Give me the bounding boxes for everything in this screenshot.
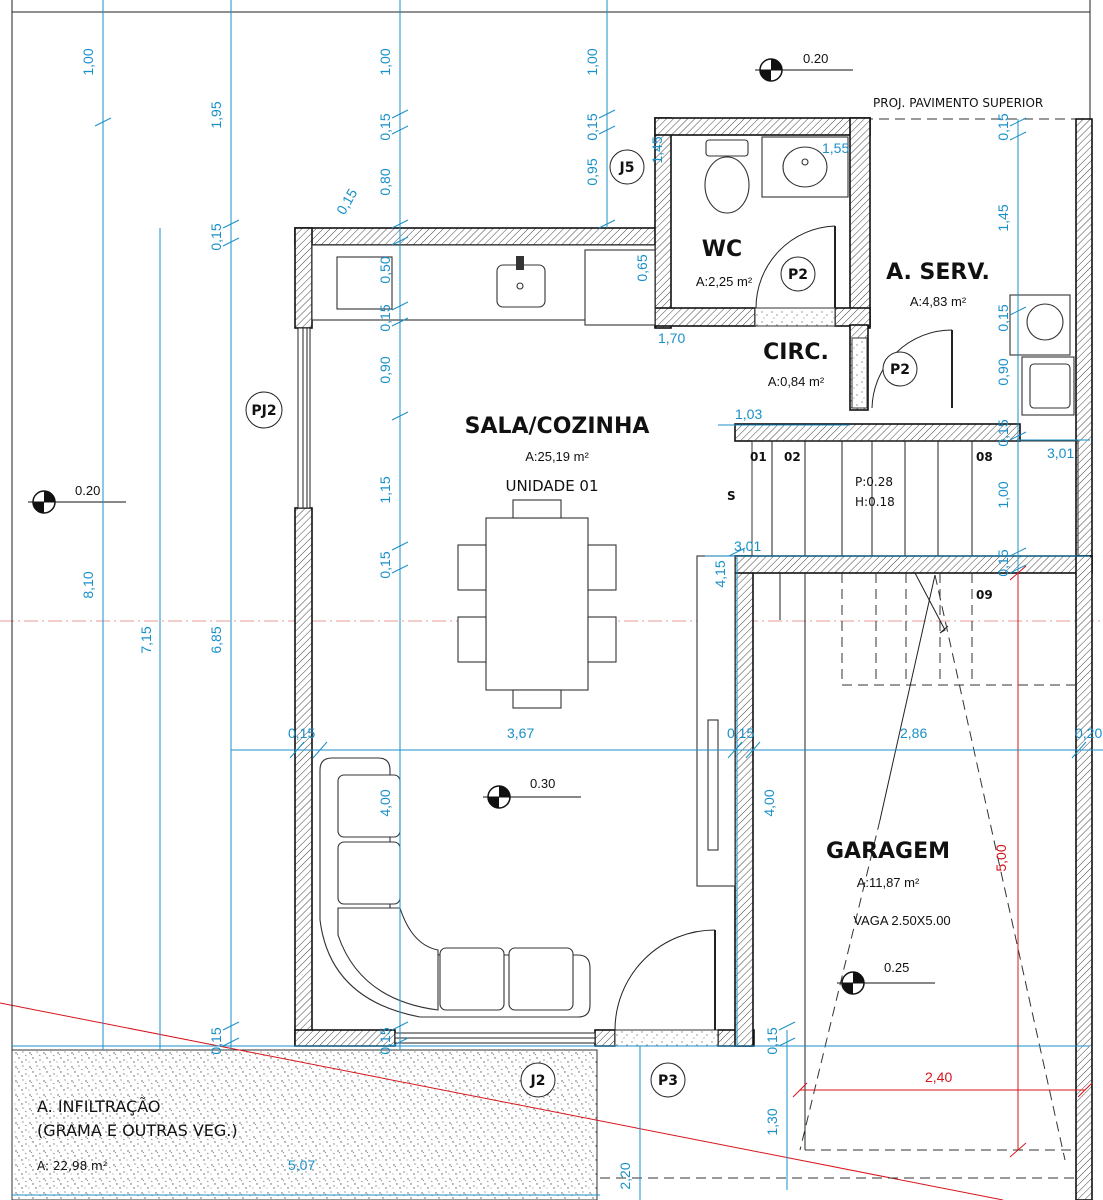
step-08: 08 — [976, 450, 993, 464]
dim-c5-b: 0,15 — [377, 113, 393, 140]
dim-h-g: 0,15 — [727, 725, 754, 741]
dim-c5-h: 1,15 — [377, 476, 393, 503]
car-outline — [799, 574, 1075, 1161]
tag-j5: J5 — [619, 160, 635, 176]
dim-r-b: 1,45 — [995, 204, 1011, 231]
dim-b-d: 2,20 — [617, 1162, 633, 1189]
unit-label: UNIDADE 01 — [505, 477, 598, 495]
dim-c5-g: 0,90 — [377, 356, 393, 383]
dim-h-b: 3,01 — [1047, 445, 1074, 461]
dim-c5-j: 4,00 — [377, 789, 393, 816]
dimension-texts: 1,00 8,10 1,95 0,15 0,15 7,15 6,85 1,00 … — [80, 48, 1102, 1189]
dim-h-d: 4,15 — [712, 560, 728, 587]
dim-c6-c: 0,95 — [584, 158, 600, 185]
circ-title: CIRC. — [763, 340, 829, 365]
dim-r-f: 1,00 — [995, 481, 1011, 508]
tag-pj2: PJ2 — [251, 403, 276, 419]
dim-wc-b: 1,55 — [822, 140, 849, 156]
wc-title: WC — [702, 237, 742, 262]
dim-b-c: 5,07 — [288, 1157, 315, 1173]
sala-area: A:25,19 m² — [525, 449, 589, 464]
dimension-lines — [12, 0, 1103, 1200]
service-fixtures — [1009, 294, 1075, 416]
property-line — [0, 1002, 1004, 1200]
dim-b-b: 1,30 — [764, 1108, 780, 1135]
dim-h-h: 2,86 — [900, 725, 927, 741]
dim-h-e: 0,15 — [288, 725, 315, 741]
dim-c2-b: 0,15 — [208, 223, 224, 250]
dim-c2-c: 0,15 — [208, 1027, 224, 1054]
wc-area: A:2,25 m² — [696, 274, 753, 289]
projection-note: PROJ. PAVIMENTO SUPERIOR — [873, 96, 1043, 110]
dim-h-i: 0,20 — [1075, 725, 1102, 741]
dim-c4: 6,85 — [208, 626, 224, 653]
infiltration-area — [11, 1049, 598, 1200]
dim-b-a: 0,15 — [764, 1027, 780, 1054]
dim-c2-a: 1,95 — [208, 101, 224, 128]
door-window-tags: J5 P2 P2 PJ2 J2 P3 — [245, 149, 918, 1098]
dim-r-d: 0,90 — [995, 358, 1011, 385]
step-01: 01 — [750, 450, 767, 464]
dim-c5-i: 0,15 — [377, 551, 393, 578]
dim-g-c: 2,40 — [925, 1069, 952, 1085]
dim-c1-a: 1,00 — [80, 48, 96, 75]
step-09: 09 — [976, 588, 993, 602]
garagem-area: A:11,87 m² — [857, 875, 920, 890]
infiltracao-title: A. INFILTRAÇÃO — [37, 1097, 161, 1116]
infiltracao-subtitle: (GRAMA E OUTRAS VEG.) — [37, 1121, 238, 1140]
level-markers: 0.20 0.20 0.30 0.25 — [28, 51, 935, 995]
dim-g-a: 4,00 — [761, 789, 777, 816]
walls — [294, 117, 1093, 1200]
stair-rise: H:0.18 — [855, 495, 895, 509]
wc-fixtures — [704, 136, 849, 214]
dim-r-c: 0,15 — [995, 304, 1011, 331]
level-sala: 0.30 — [530, 776, 555, 791]
dim-c5-c: 0,80 — [377, 168, 393, 195]
dim-c6-a: 1,00 — [584, 48, 600, 75]
level-garagem: 0.25 — [884, 960, 909, 975]
tag-j2: J2 — [530, 1073, 546, 1089]
circ-area: A:0,84 m² — [768, 374, 825, 389]
dim-g-b: 5,00 — [993, 844, 1009, 871]
stair-up-mark: S — [727, 489, 736, 503]
dim-c5-a: 1,00 — [377, 48, 393, 75]
staircase — [751, 440, 1079, 1150]
level-top: 0.20 — [803, 51, 828, 66]
infiltracao-area: A: 22,98 m² — [37, 1159, 108, 1173]
vaga-label: VAGA 2.50X5.00 — [853, 913, 950, 928]
serv-area: A:4,83 m² — [910, 294, 967, 309]
serv-title: A. SERV. — [886, 260, 990, 285]
dim-c1-b: 8,10 — [80, 571, 96, 598]
garagem-title: GARAGEM — [826, 839, 950, 864]
tag-p2-wc: P2 — [788, 267, 808, 283]
dim-r-g: 0,15 — [995, 549, 1011, 576]
dim-r-a: 0,15 — [995, 113, 1011, 140]
dim-h-a: 1,03 — [735, 406, 762, 422]
dim-wc-a: 1,45 — [649, 136, 665, 163]
dim-c3: 7,15 — [138, 626, 154, 653]
kitchen-counter — [311, 244, 656, 326]
dim-c5-k: 0,15 — [377, 1027, 393, 1054]
stair-tread: P:0.28 — [855, 475, 893, 489]
sala-title: SALA/COZINHA — [465, 414, 650, 439]
dim-c5-d: 0,15 — [333, 186, 361, 218]
dim-c6-b: 0,15 — [584, 113, 600, 140]
dim-h-c: 3,01 — [734, 538, 761, 554]
dim-h-f: 3,67 — [507, 725, 534, 741]
dining-table — [457, 499, 617, 709]
level-left: 0.20 — [75, 483, 100, 498]
dim-r-e: 0,15 — [995, 419, 1011, 446]
tag-p2-circ: P2 — [890, 362, 910, 378]
dim-k-b: 1,70 — [658, 330, 685, 346]
dim-c5-f: 0,15 — [377, 304, 393, 331]
step-02: 02 — [784, 450, 801, 464]
dim-c5-e: 0,50 — [377, 256, 393, 283]
dim-k-a: 0,65 — [634, 254, 650, 281]
tag-p3: P3 — [658, 1073, 678, 1089]
